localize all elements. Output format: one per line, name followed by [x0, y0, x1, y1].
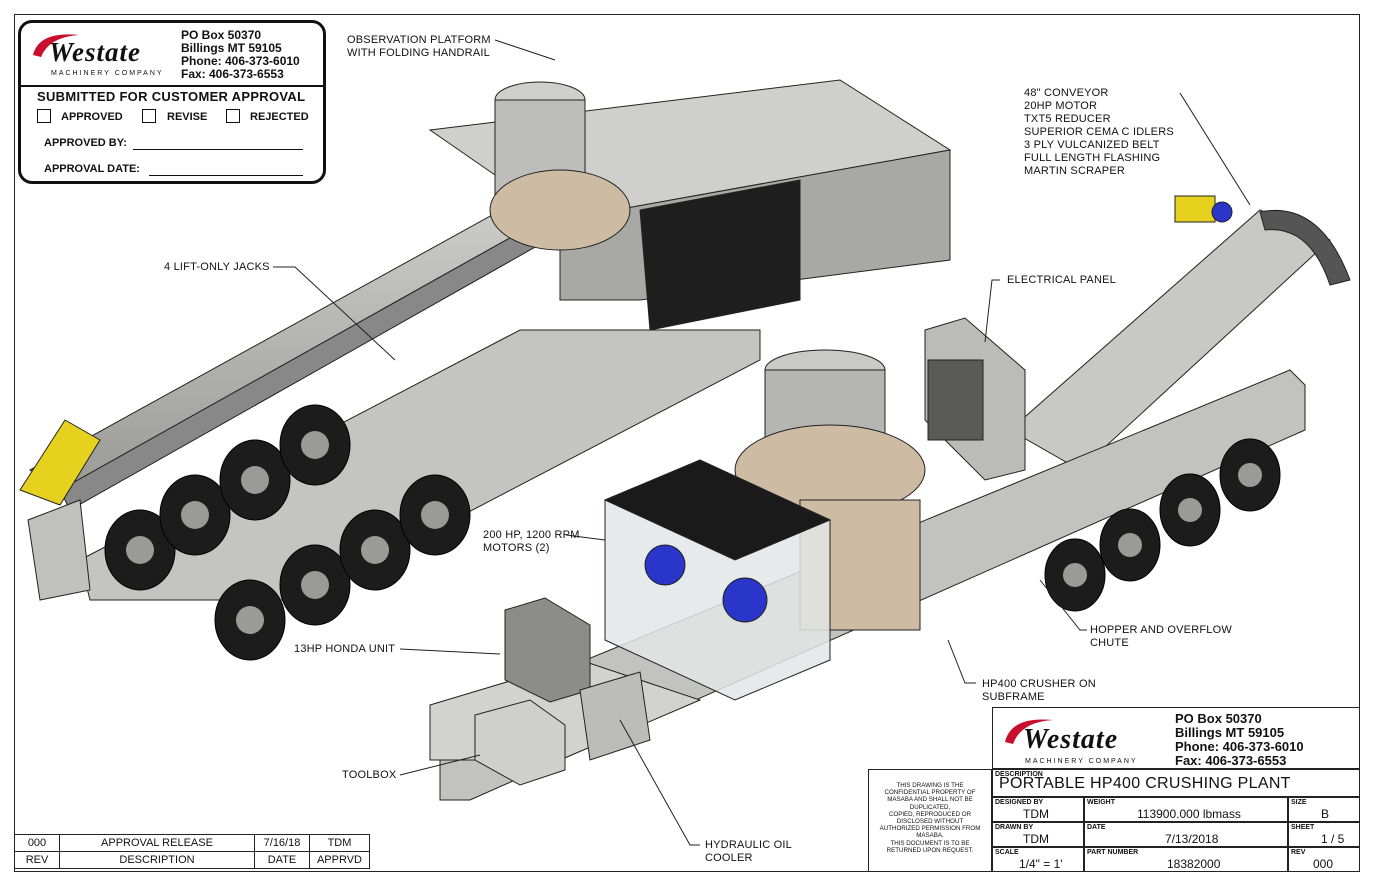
callout-toolbox: TOOLBOX [342, 769, 397, 781]
leader-lines [273, 39, 1251, 846]
motor [722, 577, 768, 623]
toolbox [474, 699, 566, 786]
right-trailer-hubs [1063, 463, 1262, 587]
revise-label: REVISE [167, 111, 208, 123]
scale-cell: SCALE 1/4" = 1' [992, 847, 1084, 872]
weight-cell: WEIGHT 113900.000 lbmass [1084, 797, 1288, 822]
rejected-checkbox[interactable] [226, 109, 240, 123]
revise-checkbox[interactable] [142, 109, 156, 123]
approved-checkbox[interactable] [37, 109, 51, 123]
approval-date-field[interactable] [149, 175, 303, 176]
approval-header: Westate MACHINERY COMPANY PO Box 50370 B… [21, 23, 323, 87]
company-address: PO Box 50370 Billings MT 59105 Phone: 40… [1175, 711, 1304, 768]
company-logo: Westate MACHINERY COMPANY [1023, 724, 1138, 765]
callout-hp400-crusher: HP400 CRUSHER ON SUBFRAME [982, 678, 1096, 703]
company-address: PO Box 50370 Billings MT 59105 Phone: 40… [181, 28, 300, 81]
revision-table: 000 APPROVAL RELEASE 7/16/18 TDM REV DES… [14, 834, 370, 869]
size-cell: SIZE B [1288, 797, 1360, 822]
approval-title: SUBMITTED FOR CUSTOMER APPROVAL [37, 89, 306, 104]
right-conveyor [1009, 209, 1331, 471]
designed-by-cell: DESIGNED BY TDM [992, 797, 1084, 822]
callout-conveyor: 48" CONVEYOR 20HP MOTOR TXT5 REDUCER SUP… [1024, 87, 1174, 177]
title-block-logo: Westate MACHINERY COMPANY PO Box 50370 B… [992, 707, 1360, 769]
left-trailer-hubs [126, 431, 449, 634]
callout-electrical-panel: ELECTRICAL PANEL [1007, 274, 1116, 286]
table-header-row: REV DESCRIPTION DATE APPRVD [14, 851, 370, 869]
sheet-cell: SHEET 1 / 5 [1288, 822, 1360, 847]
approved-label: APPROVED [61, 111, 123, 123]
company-logo: Westate MACHINERY COMPANY [49, 37, 164, 77]
rev-cell: REV 000 [1288, 847, 1360, 872]
hydraulic-oil-cooler [579, 671, 651, 761]
part-number-cell: PART NUMBER 18382000 [1084, 847, 1288, 872]
left-trailer-frame [79, 329, 761, 601]
approved-by-label: APPROVED BY: [44, 137, 127, 149]
confidential-notice: THIS DRAWING IS THE CONFIDENTIAL PROPERT… [868, 769, 992, 872]
motor [644, 544, 686, 586]
customer-approval-box: Westate MACHINERY COMPANY PO Box 50370 B… [18, 20, 326, 184]
callout-hopper-chute: HOPPER AND OVERFLOW CHUTE [1090, 624, 1232, 649]
table-row: 000 APPROVAL RELEASE 7/16/18 TDM [14, 834, 370, 852]
rejected-label: REJECTED [250, 111, 309, 123]
feed-hopper [19, 419, 101, 506]
callout-motors: 200 HP, 1200 RPM MOTORS (2) [483, 529, 580, 554]
logo-swoosh-icon [1005, 719, 1053, 744]
approval-date-label: APPROVAL DATE: [44, 163, 140, 175]
screen-panel [639, 179, 801, 331]
date-cell: DATE 7/13/2018 [1084, 822, 1288, 847]
callout-lift-jacks: 4 LIFT-ONLY JACKS [164, 261, 270, 273]
callout-hydraulic-cooler: HYDRAULIC OIL COOLER [705, 839, 792, 864]
callout-honda-unit: 13HP HONDA UNIT [294, 643, 396, 655]
callout-observation-platform: OBSERVATION PLATFORM WITH FOLDING HANDRA… [347, 34, 491, 59]
logo-swoosh-icon [33, 34, 79, 57]
drawn-by-cell: DRAWN BY TDM [992, 822, 1084, 847]
drawing-frame [14, 14, 1360, 872]
description-cell: DESCRIPTION PORTABLE HP400 CRUSHING PLAN… [992, 769, 1360, 797]
approved-by-field[interactable] [133, 149, 303, 150]
honda-unit [504, 597, 591, 703]
drawing-title: PORTABLE HP400 CRUSHING PLANT [999, 775, 1291, 792]
